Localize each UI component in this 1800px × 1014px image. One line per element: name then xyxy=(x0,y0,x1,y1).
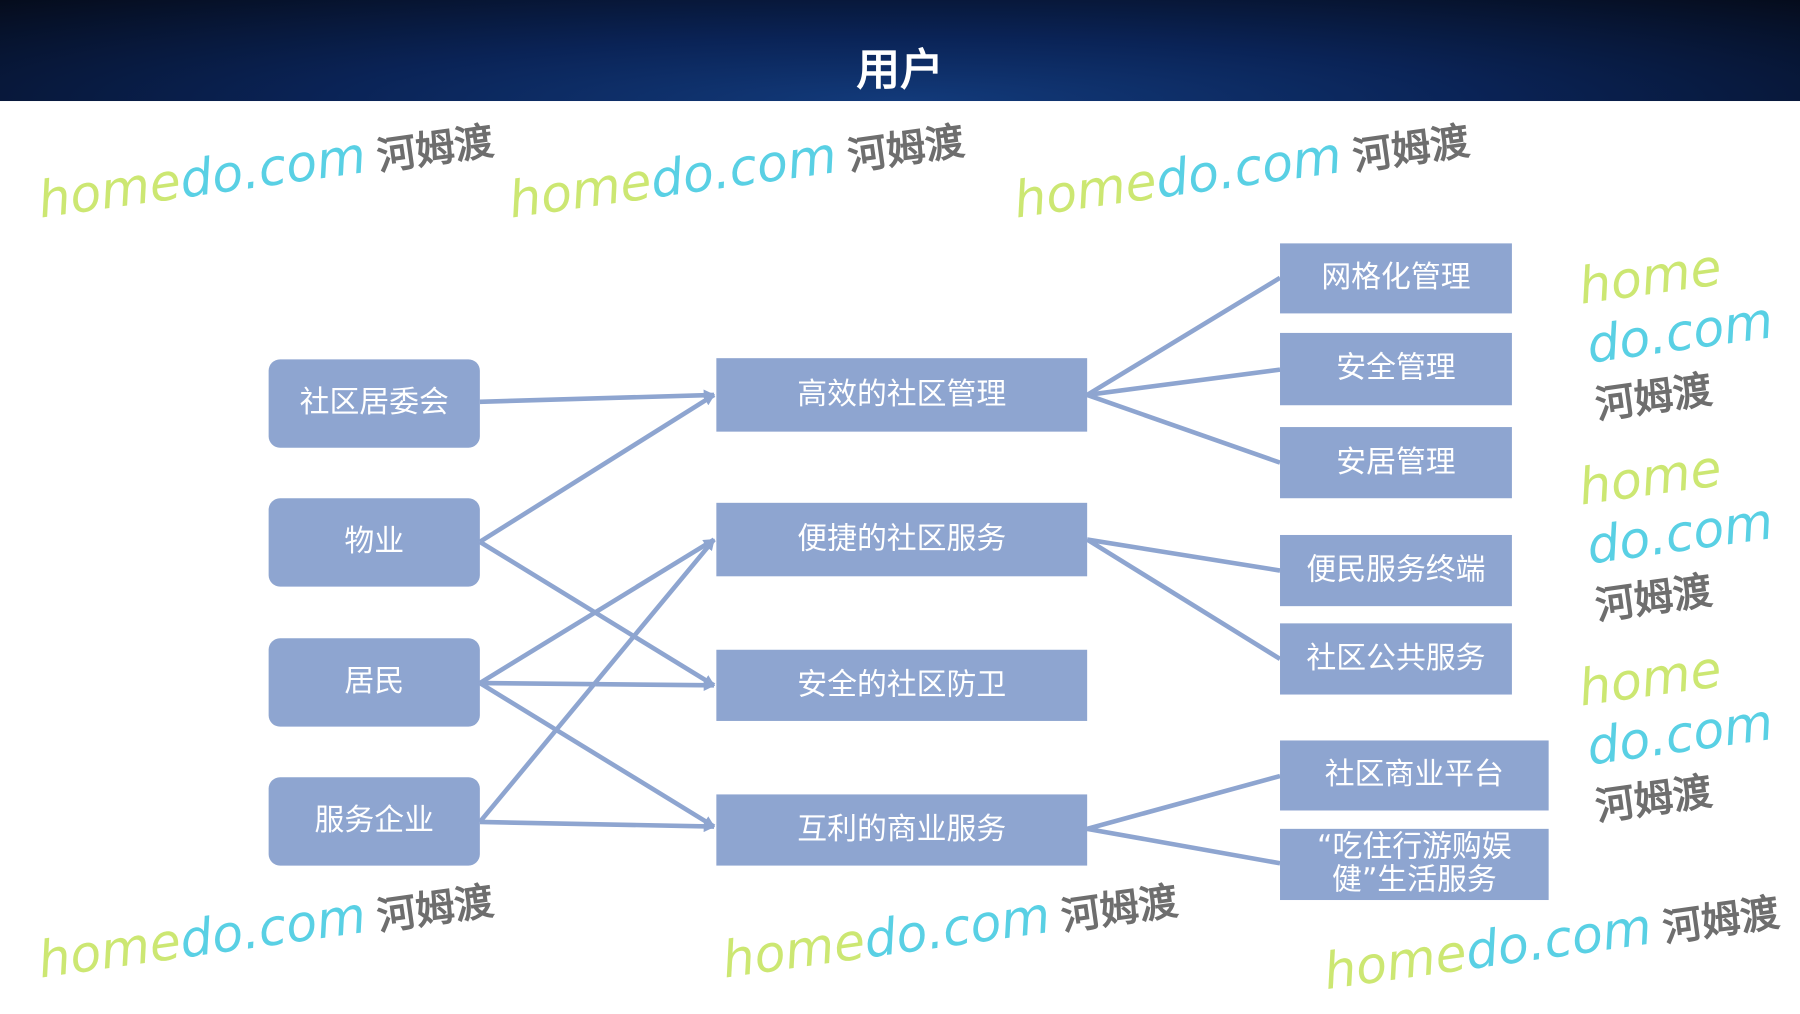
node-label: 社区商业平台 xyxy=(1324,757,1504,793)
node-label: “吃住行游购娱健”生活服务 xyxy=(1317,830,1512,898)
category-node-service: 便捷的社区服务 xyxy=(716,502,1088,577)
node-label: 便捷的社区服务 xyxy=(797,521,1007,557)
node-label: 安全管理 xyxy=(1336,351,1456,386)
header-banner: 用户 xyxy=(0,0,1800,102)
source-to-category-arrow xyxy=(478,537,716,686)
detail-node-public-service: 社区公共服务 xyxy=(1280,623,1512,695)
node-label: 居民 xyxy=(344,664,405,700)
detail-node-life-service: “吃住行游购娱健”生活服务 xyxy=(1280,828,1549,901)
source-node-residents: 居民 xyxy=(268,638,480,727)
node-label: 服务企业 xyxy=(314,803,434,839)
category-to-detail-line xyxy=(1086,367,1281,398)
source-to-category-arrow xyxy=(479,819,716,833)
category-to-detail-line xyxy=(1085,537,1282,661)
node-label: 安居管理 xyxy=(1336,444,1456,480)
node-label: 互利的商业服务 xyxy=(797,812,1007,847)
category-node-management: 高效的社区管理 xyxy=(716,358,1088,432)
source-to-category-arrow xyxy=(478,538,716,824)
detail-node-commerce-platform: 社区商业平台 xyxy=(1280,740,1549,811)
detail-node-safety: 安全管理 xyxy=(1280,332,1512,406)
category-node-commerce: 互利的商业服务 xyxy=(716,794,1088,866)
source-to-category-arrow xyxy=(479,389,716,405)
node-label: 安全的社区防卫 xyxy=(797,667,1007,703)
node-label: 物业 xyxy=(344,524,405,560)
slide-title: 用户 xyxy=(856,44,944,96)
category-to-detail-line xyxy=(1086,392,1281,465)
category-to-detail-line xyxy=(1086,773,1281,832)
detail-node-grid: 网格化管理 xyxy=(1280,243,1512,314)
category-to-detail-line xyxy=(1086,826,1281,866)
detail-node-housing: 安居管理 xyxy=(1280,427,1512,499)
node-label: 网格化管理 xyxy=(1321,260,1471,296)
node-label: 高效的社区管理 xyxy=(797,377,1007,412)
source-node-enterprises: 服务企业 xyxy=(268,777,480,866)
source-node-committee: 社区居委会 xyxy=(268,359,480,448)
node-label: 社区居委会 xyxy=(299,385,449,421)
category-to-detail-line xyxy=(1086,537,1281,573)
node-label: 便民服务终端 xyxy=(1306,552,1486,588)
node-label: 社区公共服务 xyxy=(1306,641,1486,676)
category-to-detail-line xyxy=(1085,275,1282,397)
category-node-security: 安全的社区防卫 xyxy=(716,649,1088,721)
source-to-category-arrow xyxy=(478,392,716,544)
source-to-category-arrow xyxy=(478,681,716,829)
source-node-property: 物业 xyxy=(268,498,480,587)
detail-node-terminal: 便民服务终端 xyxy=(1280,534,1512,607)
